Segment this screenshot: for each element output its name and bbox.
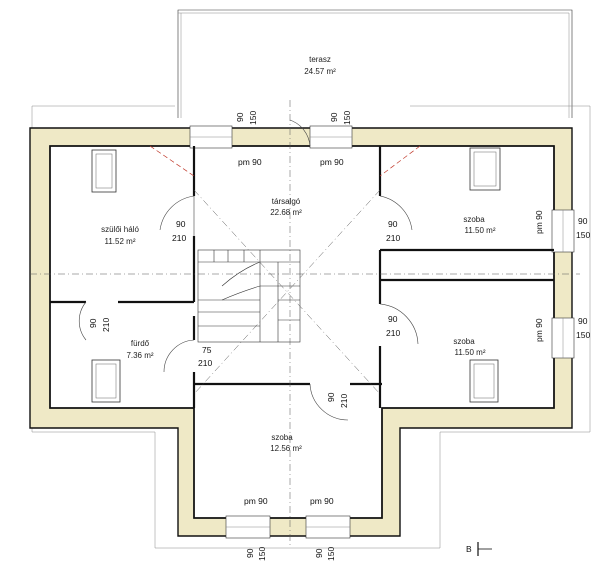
interior-walls [50,146,554,408]
top-b-width: 90 [329,112,339,122]
room-bottom-name: szoba [271,433,293,442]
hip-lines [30,100,580,548]
top-a-width: 90 [235,112,245,122]
staircase [197,249,301,343]
door-bath-vertical-width: 90 [88,318,98,328]
top-b-height: 150 [342,111,352,125]
top-a-height: 150 [248,111,258,125]
skylight-bathroom [91,359,121,403]
red-hip-lines [149,145,421,177]
room-top-right-area: 11.50 m² [465,226,496,235]
window-label-bottom-right: pm 90 [310,496,334,506]
door-bath-width: 75 [202,345,212,355]
door-bath-height: 210 [198,358,212,368]
door-bath-vertical-height: 210 [101,318,111,332]
door-swings [78,119,419,421]
terrace-area: 24.57 m² [304,67,336,76]
door-bottom-width: 90 [326,392,336,402]
door-right-lower-height: 210 [386,328,400,338]
window-label-right-lower: pm 90 [534,318,544,342]
hall-area: 22.68 m² [270,208,302,217]
door-bedroom-width: 90 [176,219,186,229]
bathroom-name: fürdő [131,339,150,348]
window-label-right-upper: pm 90 [534,210,544,234]
door-right-upper-width: 90 [388,219,398,229]
roof-outline [31,105,591,549]
room-labels: terasz 24.57 m² társalgó 22.68 m² szülői… [101,55,496,453]
bottom-b-height: 150 [326,547,336,561]
right-lower-width: 90 [578,316,588,326]
bedroom-parents-area: 11.52 m² [105,237,136,246]
door-bedroom-height: 210 [172,233,186,243]
right-upper-height: 150 [576,230,590,240]
right-upper-width: 90 [578,216,588,226]
window-label-bottom-left: pm 90 [244,496,268,506]
bottom-a-width: 90 [245,548,255,558]
door-right-lower-width: 90 [388,314,398,324]
room-bottom-area: 12.56 m² [270,444,302,453]
right-lower-height: 150 [576,330,590,340]
door-bottom-height: 210 [339,394,349,408]
bathroom-area: 7.36 m² [126,351,153,360]
skylight-top-right [469,147,501,191]
skylight-mid-right [469,359,499,403]
terrace [177,9,573,118]
room-mid-right-name: szoba [453,337,475,346]
room-mid-right-area: 11.50 m² [455,348,486,357]
bottom-b-width: 90 [314,548,324,558]
section-marker: B [466,542,492,556]
window-labels: pm 90 pm 90 pm 90 pm 90 pm 90 pm 90 [238,157,544,506]
skylight-bedroom [91,149,117,193]
room-top-right-name: szoba [463,215,485,224]
hall-name: társalgó [272,197,301,206]
terrace-name: terasz [309,55,331,64]
window-dimensions: 90 150 90 150 90 150 90 150 90 150 90 15… [235,111,590,561]
bedroom-parents-name: szülői háló [101,225,139,234]
window-label-top-right: pm 90 [320,157,344,167]
outer-wall [29,125,575,539]
section-marker-label: B [466,544,472,554]
door-right-upper-height: 210 [386,233,400,243]
bottom-a-height: 150 [257,547,267,561]
door-dimensions: 90 210 90 210 90 210 90 210 75 210 90 21… [88,219,400,408]
skylights [91,147,501,403]
window-label-top-left: pm 90 [238,157,262,167]
